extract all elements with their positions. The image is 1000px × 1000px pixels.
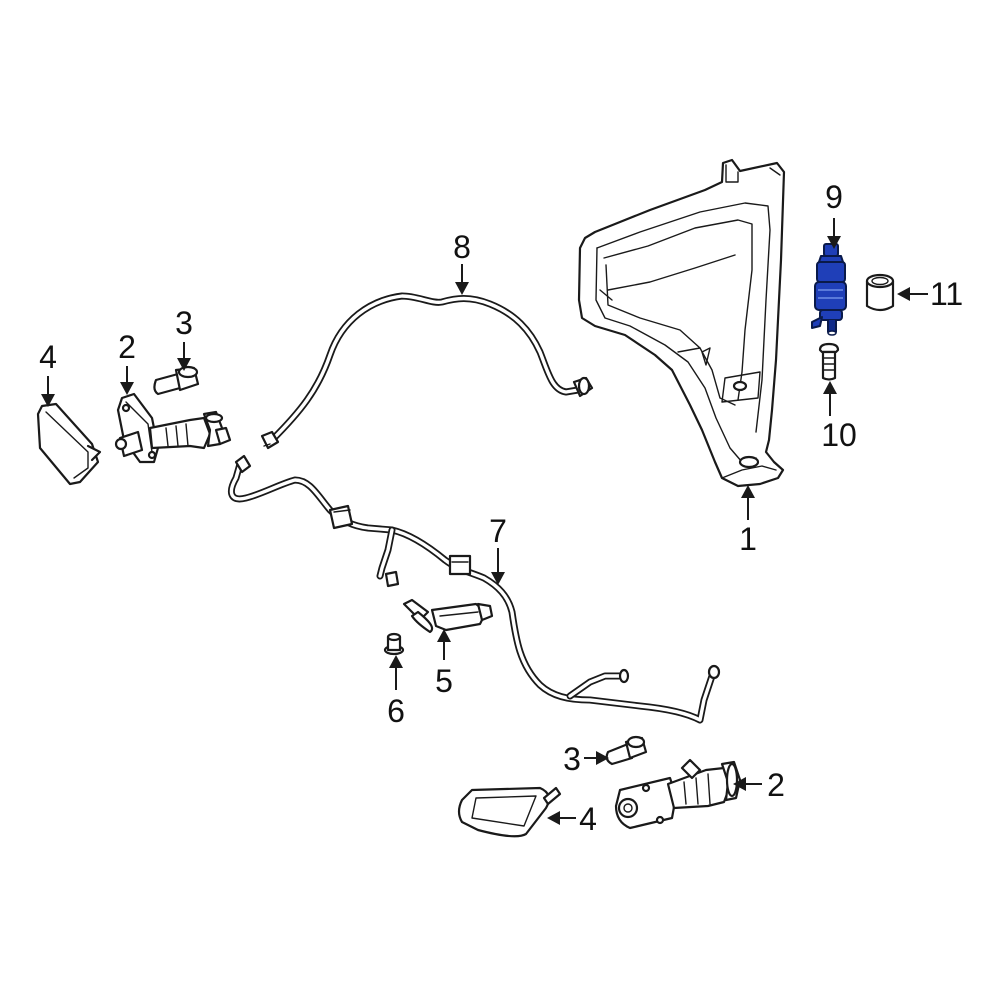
part-8-hose[interactable]: [260, 292, 594, 450]
callout-2-upper: 2: [118, 329, 136, 365]
part-3-bolt-right[interactable]: [605, 735, 648, 766]
callout-5: 5: [435, 663, 453, 699]
callout-1: 1: [739, 521, 757, 557]
leader-lines: [41, 218, 928, 825]
part-10-grommet[interactable]: [818, 342, 840, 381]
callout-10: 10: [821, 417, 857, 453]
part-4-cover-right[interactable]: [457, 786, 562, 838]
callout-labels: 1 9 10 11 8 3 2 4 7 5 6 3 2 4: [39, 179, 963, 837]
callout-4-lower: 4: [579, 801, 597, 837]
callout-6: 6: [387, 693, 405, 729]
part-7-hose-assembly[interactable]: [227, 454, 721, 724]
part-2-headlamp-washer-nozzle-right[interactable]: [614, 758, 742, 830]
part-5-connector[interactable]: [402, 598, 494, 634]
part-1-washer-reservoir[interactable]: [577, 158, 786, 488]
part-6-clip[interactable]: [383, 632, 405, 656]
callout-8: 8: [453, 229, 471, 265]
callout-9: 9: [825, 179, 843, 215]
part-11-sleeve[interactable]: [865, 273, 895, 312]
callout-4-upper: 4: [39, 339, 57, 375]
part-2-headlamp-washer-nozzle-left[interactable]: [114, 392, 232, 464]
callout-3-upper: 3: [175, 305, 193, 341]
callout-7: 7: [489, 513, 507, 549]
part-3-bolt-left[interactable]: [153, 365, 200, 396]
callout-3-lower: 3: [563, 741, 581, 777]
callout-11: 11: [930, 276, 963, 312]
callout-2-lower: 2: [767, 767, 785, 803]
part-9-washer-pump[interactable]: [811, 243, 847, 336]
part-4-cover-left[interactable]: [36, 402, 102, 486]
